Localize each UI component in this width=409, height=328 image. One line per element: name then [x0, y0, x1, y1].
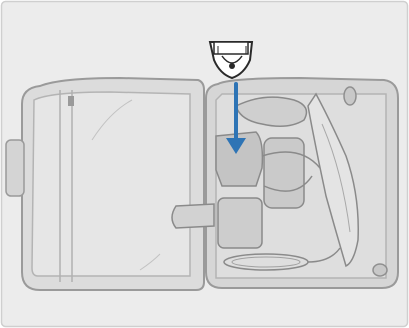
case-lid — [6, 78, 204, 290]
case-handle — [6, 140, 24, 196]
case-base — [172, 78, 398, 288]
